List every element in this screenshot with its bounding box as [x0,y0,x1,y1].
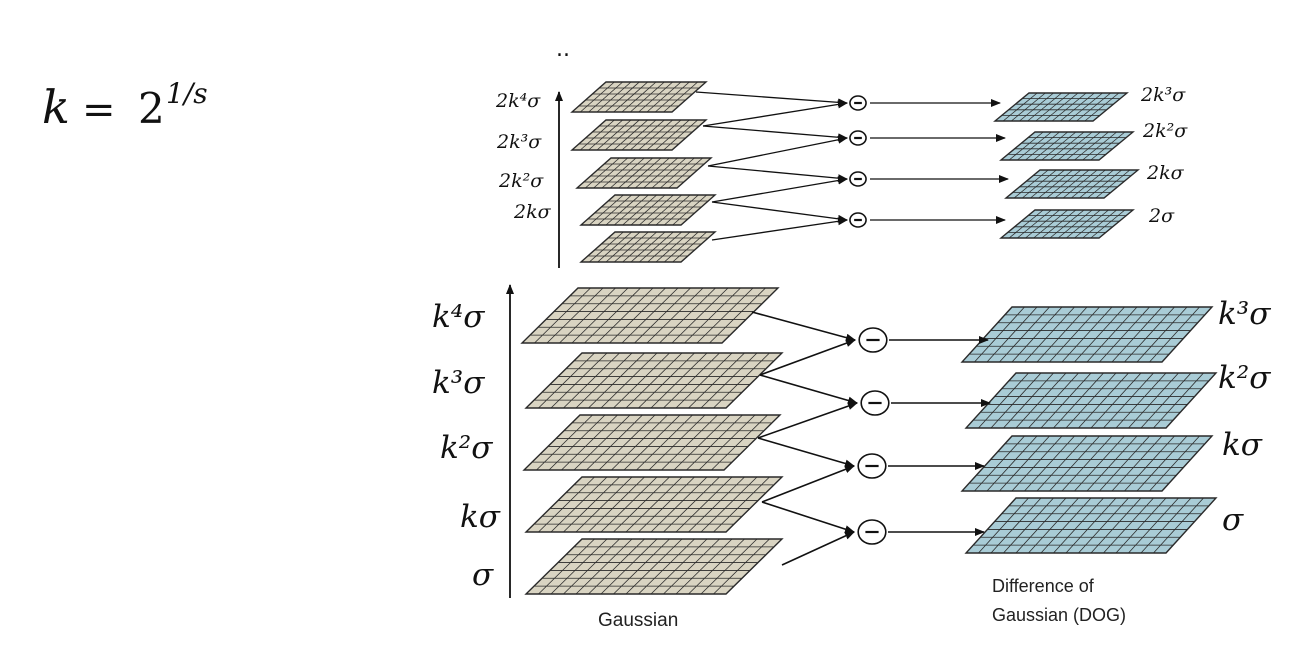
connector-arrow-right-icon [759,339,856,376]
lower-gaussian-labels: k⁴σ k³σ k²σ kσ σ [432,299,501,593]
dog-layer-stack [960,92,1218,554]
minus-circle-icon [860,390,890,416]
dog-layer [960,306,1214,363]
connector-arrow-right-icon [711,176,848,203]
gaussian-layer [575,157,713,189]
lower-gaussian-label: k⁴σ [432,299,485,335]
minus-circle-icon [857,453,887,479]
connector-arrow-right-icon [695,91,848,107]
upper-gaussian-label: 2kσ [513,201,552,223]
formula-lhs: k [42,80,70,134]
lower-gaussian-label: σ [472,557,494,593]
upper-dog-labels: 2k³σ 2k²σ 2kσ 2σ [1140,84,1188,227]
subtraction-operators [849,95,890,545]
scale-factor-formula: k = 2 1/s [42,77,208,134]
gaussian-layer-stack [520,81,784,595]
gaussian-layer [524,538,784,595]
dog-caption-line1: Difference of [992,576,1095,596]
connector-arrows [695,91,1009,566]
gaussian-layer [579,194,717,226]
upper-gaussian-label: 2k²σ [498,170,544,192]
dog-layer [993,92,1129,122]
connector-arrow-right-icon [761,465,855,503]
dog-caption-line2: Gaussian (DOG) [992,605,1126,625]
upper-gaussian-label: 2k⁴σ [495,90,541,112]
gaussian-layer [579,231,717,263]
gaussian-layer [522,414,782,471]
octave-ellipsis: .. [556,37,570,62]
gaussian-layer [570,81,708,113]
connector-arrow-right-icon [751,311,856,342]
gaussian-caption: Gaussian [598,610,678,631]
lower-dog-label: σ [1222,502,1244,538]
upper-dog-label: 2σ [1148,205,1175,227]
gaussian-layer [570,119,708,151]
upper-dog-label: 2k²σ [1142,120,1188,142]
gaussian-layer [524,352,784,409]
lower-gaussian-label: kσ [460,499,501,535]
connector-arrow-right-icon [707,135,848,167]
connector-arrow-right-icon [711,217,848,241]
dog-layer [960,435,1214,492]
connector-arrow-right-icon [757,437,855,468]
lower-dog-label: k²σ [1218,360,1271,396]
gaussian-layer [524,476,784,533]
connector-arrow-right-icon [761,501,855,534]
formula-equals: = [82,87,116,133]
connector-arrow-right-icon [781,531,855,566]
minus-circle-icon [849,171,867,187]
minus-circle-icon [849,212,867,228]
minus-circle-icon [849,95,867,111]
lower-dog-label: kσ [1222,427,1263,463]
dog-layer [999,209,1135,239]
connector-arrow-right-icon [759,374,858,405]
connector-arrow-right-icon [711,201,848,223]
formula-base: 2 [138,84,165,133]
lower-gaussian-label: k²σ [440,430,493,466]
connector-arrow-right-icon [702,125,848,142]
dog-layer [999,131,1135,161]
dog-layer [964,497,1218,554]
dog-layer [1004,169,1140,199]
dog-layer [964,372,1218,429]
lower-gaussian-label: k³σ [432,365,485,401]
connector-arrow-right-icon [757,402,858,439]
formula-exponent: 1/s [166,77,208,110]
upper-dog-label: 2kσ [1146,162,1185,184]
upper-gaussian-labels: 2k⁴σ 2k³σ 2k²σ 2kσ [495,90,552,223]
minus-circle-icon [858,327,888,353]
minus-circle-icon [857,519,887,545]
lower-dog-label: k³σ [1218,296,1271,332]
minus-circle-icon [849,130,867,146]
upper-gaussian-label: 2k³σ [496,131,542,153]
gaussian-layer [520,287,780,344]
upper-dog-label: 2k³σ [1140,84,1186,106]
connector-arrow-right-icon [707,165,848,183]
connector-arrow-right-icon [702,100,848,127]
lower-dog-labels: k³σ k²σ kσ σ [1218,296,1271,538]
